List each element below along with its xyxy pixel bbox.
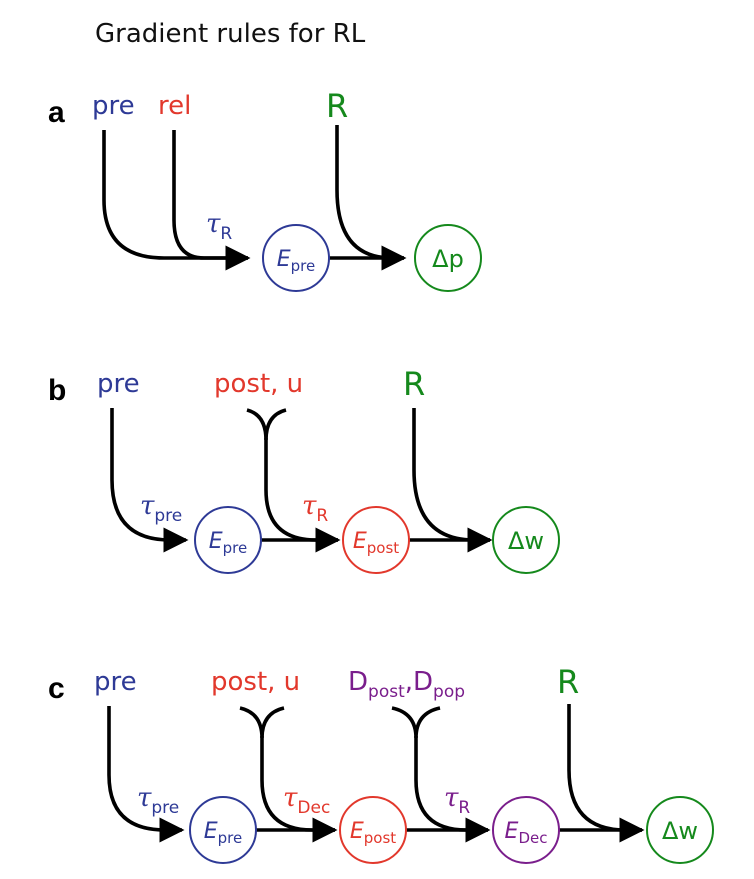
panel-b-epre-node xyxy=(194,506,262,574)
panel-c-d-labels: Dpost,Dpop xyxy=(348,667,465,702)
panel-b-pre-label: pre xyxy=(97,369,140,399)
panel-a-reward-label: R xyxy=(326,87,348,125)
panel-b-pre-arrow xyxy=(110,408,189,553)
panel-c-letter: c xyxy=(48,672,65,705)
panel-b-delta-w-node xyxy=(492,506,560,574)
panel-a-rel-arrow xyxy=(172,130,251,271)
panel-b-post-label: post, u xyxy=(214,369,303,399)
panel-c-epost-node xyxy=(339,796,407,864)
panel-a-epre-node xyxy=(262,224,330,292)
panel-c-delta-w-node xyxy=(646,796,714,864)
panel-a-delta-p-label: Δp xyxy=(432,245,464,273)
panel-b: b pre post, u R τpre τR Epre Epost Δw xyxy=(48,365,560,574)
panel-c-tau-dec: τDec xyxy=(283,783,330,818)
panel-c-reward-arrow xyxy=(567,704,645,843)
panel-a-pre-label: pre xyxy=(92,91,135,121)
panel-a-pre-arrow xyxy=(102,130,248,260)
panel-c-pre-label: pre xyxy=(94,667,137,697)
panel-c-epre-node xyxy=(189,796,257,864)
panel-a-tau-r: τR xyxy=(206,209,232,244)
panel-b-reward-arrow xyxy=(412,408,493,553)
panel-b-tau-pre: τpre xyxy=(140,491,182,526)
panel-c-pre-arrow xyxy=(107,706,185,843)
panel-a: a pre rel R τR Epre Δp xyxy=(48,87,482,292)
panel-b-reward-label: R xyxy=(403,365,425,403)
panel-c-post-merge xyxy=(239,706,285,739)
panel-c-reward-label: R xyxy=(557,663,579,701)
panel-b-letter: b xyxy=(48,374,66,407)
panel-a-rel-label: rel xyxy=(158,91,191,121)
panel-c-tau-pre: τpre xyxy=(137,783,179,818)
panel-a-letter: a xyxy=(48,96,65,129)
panel-c: c pre post, u Dpost,Dpop R τpre τDec τR … xyxy=(48,663,714,864)
panel-c-delta-w-label: Δw xyxy=(662,817,698,845)
diagram-title: Gradient rules for RL xyxy=(95,19,366,49)
panel-b-tau-r: τR xyxy=(302,491,328,526)
panel-b-epre-label: Epre xyxy=(209,529,248,557)
panel-c-epost-label: Epost xyxy=(350,819,396,847)
panel-b-epost-label: Epost xyxy=(353,529,399,557)
panel-a-delta-p-node xyxy=(414,224,482,292)
panel-c-epre-label: Epre xyxy=(204,819,243,847)
panel-c-edec-node xyxy=(492,796,560,864)
panel-c-edec-label: EDec xyxy=(505,819,548,847)
panel-b-post-merge xyxy=(246,408,287,441)
panel-a-epre-label: Epre xyxy=(277,247,316,275)
panel-b-delta-w-label: Δw xyxy=(508,527,544,555)
panel-a-reward-arrow xyxy=(335,125,407,271)
panel-c-d-merge xyxy=(391,706,441,739)
panel-c-post-label: post, u xyxy=(211,667,300,697)
panel-c-tau-r: τR xyxy=(444,783,470,818)
panel-b-epost-node xyxy=(342,506,410,574)
